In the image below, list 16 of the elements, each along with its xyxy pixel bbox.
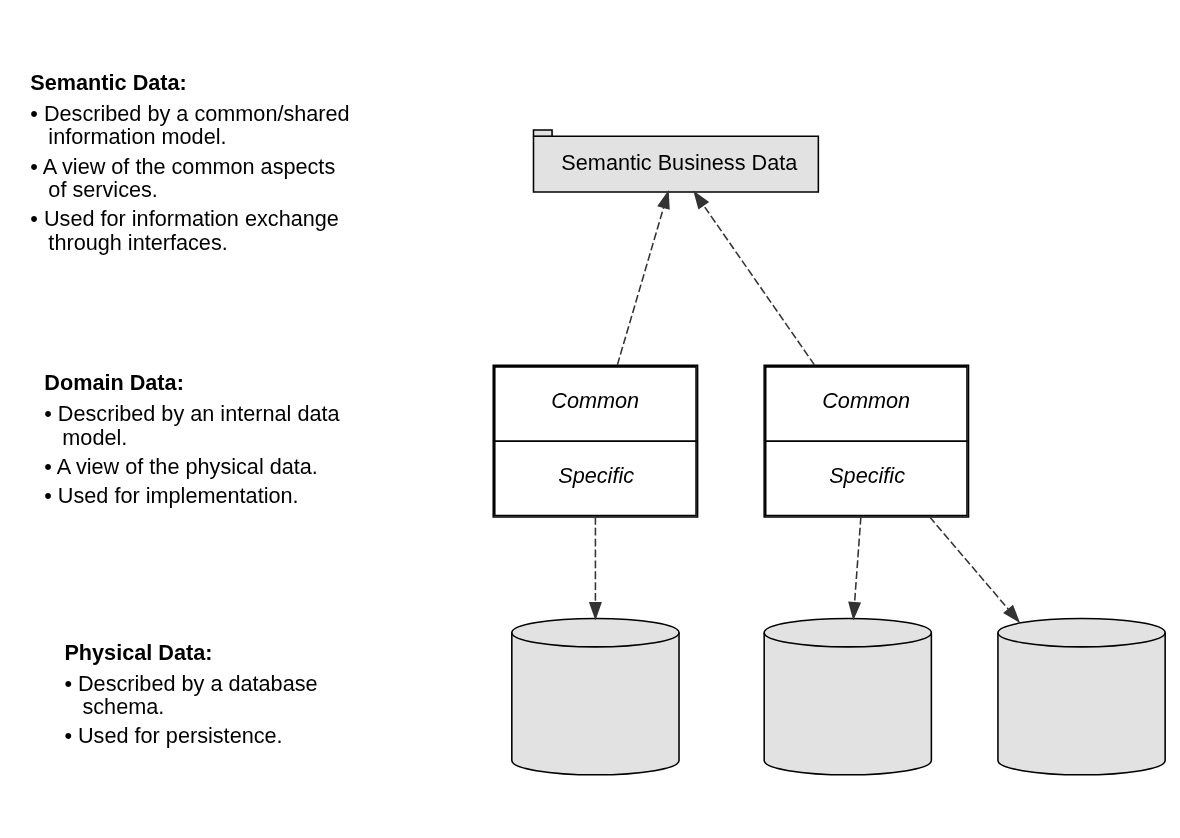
label: • Described by a common/shared information model. <box>30 100 350 149</box>
arrow <box>693 189 816 366</box>
arrow <box>588 515 602 621</box>
label: • Used for implementation. <box>44 482 299 508</box>
label: • Described by a database schema. <box>64 670 318 719</box>
arrow <box>848 515 862 621</box>
label: Physical Data: <box>64 639 213 665</box>
label: • A view of the physical data. <box>44 453 318 479</box>
label: • Described by an internal data model. <box>44 400 340 450</box>
label: Semantic Data: <box>30 69 187 95</box>
label: • Used for persistence. <box>64 722 283 748</box>
arrow <box>616 189 670 366</box>
arrow <box>928 515 1021 623</box>
label: • Used for information exchange through interfaces. <box>30 205 339 255</box>
label: • A view of the common aspects of services. <box>30 153 336 202</box>
label: Domain Data: <box>44 369 184 395</box>
